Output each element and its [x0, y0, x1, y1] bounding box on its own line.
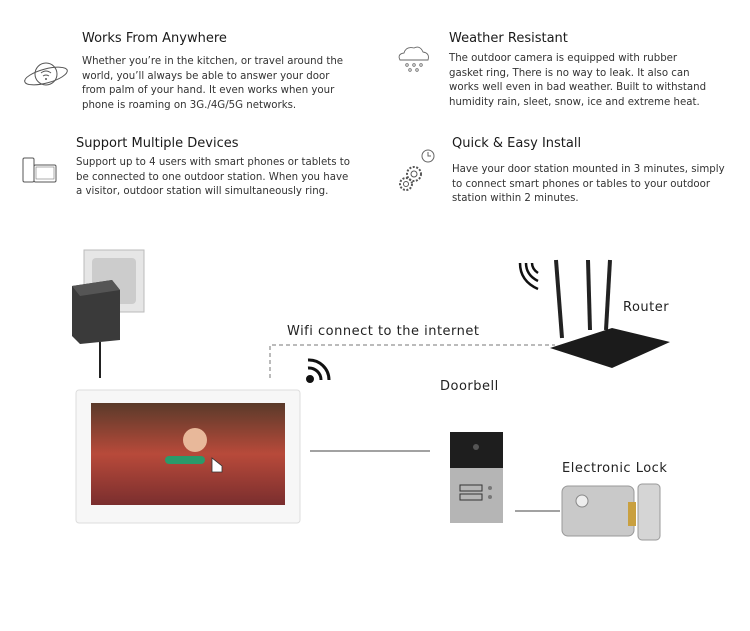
text-line: to connect smart phones or tables to you… [452, 178, 711, 190]
text-line: world, you’ll always be able to answer y… [82, 70, 330, 82]
feature-title: Weather Resistant [449, 31, 568, 46]
connection-diagram [72, 249, 670, 541]
electronic-lock-image [561, 483, 661, 541]
router-image [550, 259, 670, 368]
text-line: Support up to 4 users with smart phones … [76, 157, 351, 168]
feature-description: Support up to 4 users with smart phones … [76, 156, 350, 200]
lock-label: Electronic Lock [562, 461, 668, 476]
wifi-label: Wifi connect to the internet [287, 324, 480, 339]
feature-title: Support Multiple Devices [76, 136, 239, 151]
text-line: a visitor, outdoor station will simultan… [76, 186, 329, 198]
doorbell-image [450, 432, 503, 523]
text-line: works well even in bad weather. Built to… [449, 82, 707, 94]
power-adapter-image [72, 249, 145, 378]
doorbell-label: Doorbell [440, 379, 499, 394]
gears-clock-icon [399, 149, 435, 191]
feature-title: Works From Anywhere [82, 31, 227, 46]
text-line: Have your door station mounted in 3 minu… [452, 164, 725, 175]
text-line: The outdoor camera is equipped with rubb… [449, 53, 678, 64]
wifi-connection-line [269, 344, 555, 378]
text-line: humidity rain, sleet, snow, ice and extr… [449, 96, 700, 108]
text-line: station within 2 minutes. [452, 193, 579, 205]
devices-icon [22, 157, 57, 183]
feature-description: Whether you’re in the kitchen, or travel… [82, 55, 343, 113]
rain-cloud-icon [398, 46, 429, 72]
globe-wifi-icon [24, 62, 68, 86]
feature-description: The outdoor camera is equipped with rubb… [449, 52, 706, 110]
text-line: Whether you’re in the kitchen, or travel… [82, 56, 344, 67]
feature-description: Have your door station mounted in 3 minu… [452, 163, 725, 207]
text-line: gasket ring, There is no way to leak. It… [449, 67, 690, 79]
text-line: be connected to one outdoor station. Whe… [76, 171, 349, 183]
feature-title: Quick & Easy Install [452, 136, 582, 151]
text-line: from palm of your hand. It even works wh… [82, 85, 335, 97]
text-line: phone is roaming on 3G./4G/5G networks. [82, 99, 297, 111]
wireless-signal-icon [306, 358, 331, 383]
wifi-signal-icon [518, 262, 539, 291]
router-label: Router [623, 300, 670, 315]
indoor-monitor-image [75, 389, 301, 524]
